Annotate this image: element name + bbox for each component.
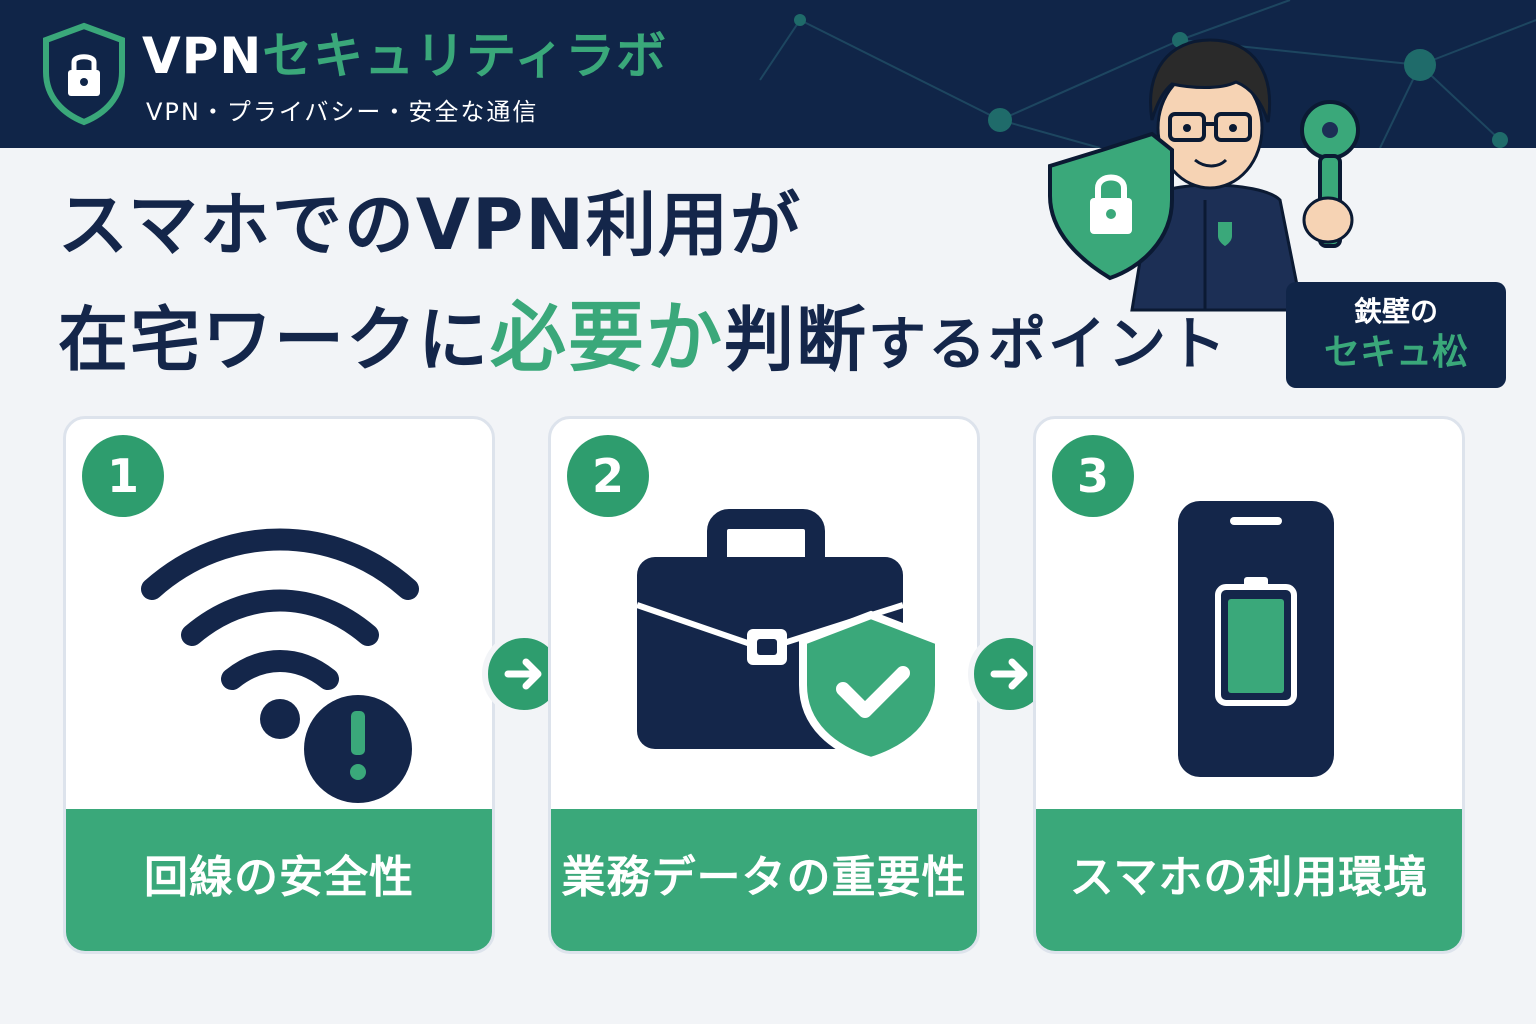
- point-number-2: 2: [567, 435, 649, 517]
- mascot-name-line1: 鉄壁の: [1353, 295, 1438, 328]
- brand-tagline: VPN・プライバシー・安全な通信: [146, 98, 539, 126]
- page-title-line2: 在宅ワークに必要か判断するポイント: [58, 290, 1228, 392]
- title-highlight: 必要か: [490, 293, 724, 382]
- title-part-b: 判断: [724, 299, 868, 381]
- site-header: VPNセキュリティラボ VPN・プライバシー・安全な通信: [0, 0, 1536, 148]
- wifi-warning-icon: [141, 528, 419, 803]
- briefcase-shield-icon: [636, 509, 943, 766]
- point-card-3: 3 スマホの利用環境: [1033, 416, 1465, 954]
- title-part-a: 在宅ワークに: [58, 299, 490, 381]
- point-card-1: 1 回線の安全性: [63, 416, 495, 954]
- brand-suffix: セキュリティラボ: [262, 27, 668, 85]
- point-label-2: 業務データの重要性: [551, 809, 977, 951]
- mascot-name-badge: 鉄壁の セキュ松: [1286, 282, 1506, 388]
- mascot-name-line2: セキュ松: [1323, 332, 1468, 373]
- point-number-3: 3: [1052, 435, 1134, 517]
- smartphone-battery-icon: [1178, 501, 1334, 777]
- point-label-3: スマホの利用環境: [1036, 809, 1462, 951]
- brand-prefix: VPN: [142, 27, 263, 85]
- point-number-1: 1: [82, 435, 164, 517]
- title-part-c: するポイント: [868, 310, 1229, 378]
- point-label-1: 回線の安全性: [66, 809, 492, 951]
- mascot-illustration: [1048, 38, 1360, 312]
- point-card-2: 2 業務データの重要性: [548, 416, 980, 954]
- lock-shield-icon: [43, 22, 125, 126]
- page-title-line1: スマホでのVPN利用が: [58, 184, 802, 266]
- brand-name: VPNセキュリティラボ: [142, 26, 667, 86]
